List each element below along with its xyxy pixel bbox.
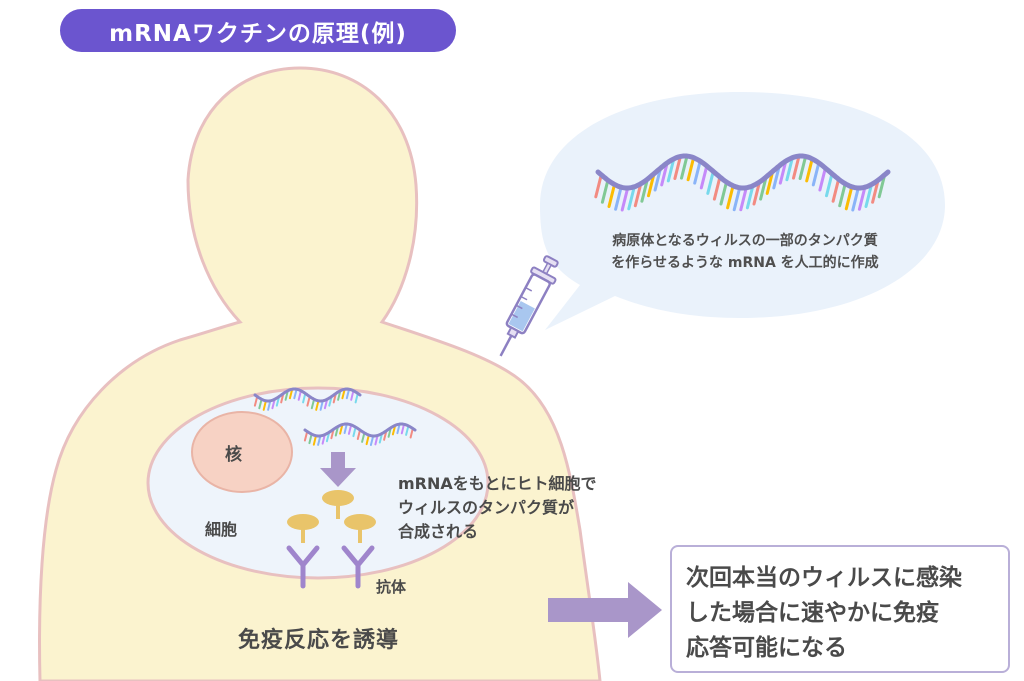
mrna-base	[297, 389, 302, 401]
result-line: 次回本当のウィルスに感染	[686, 565, 962, 591]
mrna-helix-large	[594, 153, 891, 212]
mrna-base	[312, 434, 317, 446]
mrna-base	[400, 423, 405, 435]
mrna-base	[699, 164, 709, 190]
protein-icon	[322, 490, 354, 519]
mrna-base	[726, 184, 735, 210]
mrna-base	[594, 173, 603, 199]
nucleus	[191, 411, 293, 493]
mrna-base	[315, 399, 320, 411]
immune-response-label: 免疫反応を誘導	[238, 628, 400, 653]
mrna-base	[673, 155, 682, 180]
mrna-strand-icon	[253, 387, 362, 403]
mrna-base	[686, 156, 696, 182]
mrna-base	[825, 172, 834, 198]
mrna-base	[778, 159, 788, 185]
mrna-base	[262, 399, 267, 411]
mrna-base	[811, 161, 821, 187]
mrna-base	[818, 166, 827, 192]
down-arrow-icon	[320, 452, 356, 487]
mrna-base	[627, 185, 636, 211]
mrna-base	[851, 186, 860, 212]
mrna-base	[739, 186, 748, 212]
mrna-base	[706, 169, 715, 195]
mrna-helix-small-2	[303, 422, 417, 446]
mrna-base	[712, 175, 722, 201]
mrna-base	[798, 155, 808, 180]
mrna-base	[693, 159, 702, 185]
mrna-base	[831, 177, 841, 203]
mrna-base	[607, 183, 616, 208]
mrna-base	[732, 186, 742, 212]
bubble-description: 病原体となるウィルスの一部のタンパク質 を作らせるような mRNA を人工的に作…	[560, 230, 930, 274]
mrna-base	[614, 185, 623, 211]
mrna-base	[785, 156, 794, 182]
mrna-base	[792, 154, 801, 180]
mrna-base	[633, 182, 643, 208]
synthesis-line: mRNAをもとにヒト細胞で	[398, 474, 597, 493]
cell-label: 細胞	[205, 520, 238, 539]
page-title: mRNAワクチンの原理(例)	[60, 9, 456, 52]
mrna-base	[857, 185, 867, 211]
antibody-icon	[341, 545, 375, 589]
antibody-label: 抗体	[376, 578, 407, 596]
mrna-helix-small-1	[253, 387, 362, 411]
syringe-icon	[499, 255, 559, 357]
mrna-strand-icon	[303, 422, 417, 438]
result-line: 応答可能になる	[686, 635, 847, 661]
mrna-base	[345, 388, 351, 400]
human-silhouette	[38, 66, 602, 681]
mrna-strand-icon	[595, 153, 891, 191]
mrna-base	[600, 178, 610, 204]
antibody-icon	[286, 545, 320, 589]
speech-bubble	[540, 92, 945, 330]
mrna-base	[805, 157, 814, 183]
mrna-base	[365, 434, 370, 446]
mrna-base	[620, 186, 630, 212]
mrna-base	[350, 389, 355, 401]
bubble-line: 病原体となるウィルスの一部のタンパク質	[612, 233, 878, 249]
mrna-base	[666, 157, 676, 183]
synthesis-line: ウィルスのタンパク質が	[398, 498, 575, 517]
mrna-base	[293, 388, 298, 400]
right-arrow-icon	[548, 582, 662, 638]
mrna-base	[719, 180, 728, 206]
mrna-base	[347, 423, 353, 435]
bubble-line: を作らせるような mRNA を人工的に作成	[611, 255, 879, 271]
mrna-base	[752, 180, 761, 206]
protein-icon	[344, 514, 376, 543]
mrna-base	[844, 185, 854, 211]
mrna-base	[864, 183, 873, 208]
result-box: 次回本当のウィルスに感染 した場合に速やかに免疫 応答可能になる	[670, 545, 1010, 673]
synthesis-line: 合成される	[398, 522, 479, 541]
mrna-base	[838, 182, 847, 208]
synthesis-description: mRNAをもとにヒト細胞で ウィルスのタンパク質が 合成される	[398, 472, 596, 544]
mrna-base	[680, 154, 689, 180]
result-line: した場合に速やかに免疫	[686, 600, 939, 626]
mrna-base	[745, 184, 755, 210]
protein-icon	[287, 514, 319, 543]
nucleus-label: 核	[225, 445, 242, 465]
